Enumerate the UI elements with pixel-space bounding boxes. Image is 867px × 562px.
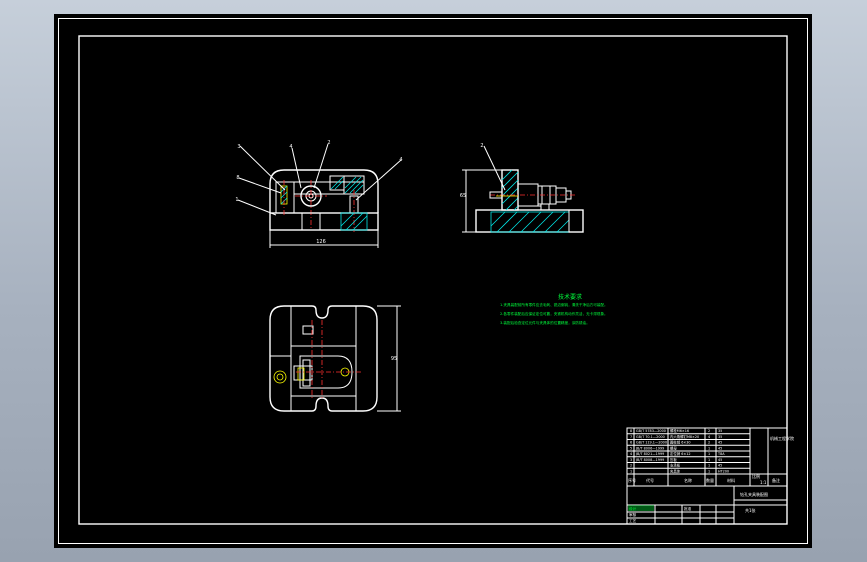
sheet-count: 共1张 <box>745 507 756 513</box>
part-code: JB/T 8008—1999 <box>635 458 664 462</box>
header-material: 材料 <box>727 477 735 483</box>
tech-req-line-1: 1.夹具装配前所有零件应去毛刺、锐边倒钝，清洗干净后方可装配。 <box>500 302 608 307</box>
title-block <box>626 427 788 525</box>
tech-req-title: 技术要求 <box>558 293 582 301</box>
side-view: 65 <box>460 145 584 233</box>
sign-row-1: 设计 <box>629 506 637 511</box>
part-no: 6 <box>630 441 632 445</box>
part-no: 1 <box>630 469 632 473</box>
part-qty: 2 <box>708 441 710 445</box>
dim-front-width: 126 <box>316 239 326 245</box>
tech-req-line-2: 2.各零件装配后应保证定位可靠，夹紧机构动作灵活，无卡滞现象。 <box>500 311 608 316</box>
part-qty: 1 <box>708 446 710 450</box>
part-material: 35 <box>718 429 722 433</box>
part-material: 45 <box>718 446 722 450</box>
part-qty: 2 <box>708 429 710 433</box>
header-no: 序号 <box>628 477 636 483</box>
inner-frame <box>78 35 788 525</box>
part-code: GB/T 70.1—2000 <box>636 435 665 439</box>
callout-front-1: 3 <box>237 144 240 150</box>
part-no: 8 <box>630 429 632 433</box>
parts-list: 8 GB/T 5783—2000 螺栓M6×16 2 35 7 GB/T 70.… <box>630 428 729 473</box>
part-name: 螺母 <box>670 445 677 450</box>
scale-value: 1:1 <box>760 480 767 485</box>
scale-label: 比例 <box>752 473 760 479</box>
top-view: 95 <box>269 305 401 412</box>
part-no: 7 <box>630 435 632 439</box>
dim-top-height: 95 <box>391 356 397 362</box>
sign-row-4: 批准 <box>684 506 692 511</box>
callout-front-6: 1 <box>235 197 238 203</box>
front-view: 126 <box>237 143 402 248</box>
drawing-sheet[interactable] <box>54 14 812 548</box>
part-qty: 1 <box>708 464 710 468</box>
header-qty: 数量 <box>706 477 714 483</box>
part-code: GB/T 119.1—2000 <box>636 441 667 445</box>
tech-req-line-3: 3.装配后检查定位元件与夹具体的位置精度，涂防锈油。 <box>500 320 590 325</box>
part-no: 2 <box>630 464 632 468</box>
part-name: 内六角螺钉M8×20 <box>670 434 699 439</box>
part-name: 夹具体 <box>670 468 681 473</box>
part-qty: 4 <box>708 435 710 439</box>
part-qty: 1 <box>708 452 710 456</box>
drawing-title: 钻孔夹具装配图 <box>740 491 768 497</box>
sign-row-3: 工艺 <box>629 518 637 523</box>
sign-row-2: 审核 <box>629 512 637 517</box>
part-code: JB/T 8021—1999 <box>635 452 664 456</box>
header-code: 代号 <box>646 477 654 483</box>
part-code: GB/T 5783—2000 <box>636 429 666 433</box>
part-no: 3 <box>630 458 632 462</box>
outer-frame <box>58 18 808 544</box>
dim-side-height: 65 <box>460 193 466 199</box>
part-material: 45 <box>718 464 722 468</box>
header-note: 备注 <box>772 477 780 483</box>
callout-front-3: 2 <box>327 140 330 146</box>
callout-side: 2 <box>480 143 483 149</box>
part-name: 螺栓M6×16 <box>670 428 689 433</box>
part-name: 圆柱销 6×30 <box>670 440 691 445</box>
part-material: HT200 <box>718 469 729 473</box>
header-name: 名称 <box>684 477 692 483</box>
callout-front-5: 8 <box>236 175 239 181</box>
part-name: 压板 <box>670 457 677 462</box>
part-name: 支承板 <box>670 463 681 468</box>
part-material: T8A <box>717 452 725 456</box>
part-material: 45 <box>718 458 722 462</box>
part-code: JB/T 8006—1999 <box>635 446 664 450</box>
part-no: 4 <box>630 452 632 456</box>
part-qty: 1 <box>708 458 710 462</box>
callout-front-2: 4 <box>289 144 292 150</box>
part-material: 45 <box>718 441 722 445</box>
part-no: 5 <box>630 446 632 450</box>
company-name: 机械工程学院 <box>770 435 794 441</box>
part-material: 35 <box>718 435 722 439</box>
part-name: 定位销 6×12 <box>670 451 691 456</box>
part-qty: 1 <box>708 469 710 473</box>
callout-front-4: 4 <box>399 157 402 163</box>
